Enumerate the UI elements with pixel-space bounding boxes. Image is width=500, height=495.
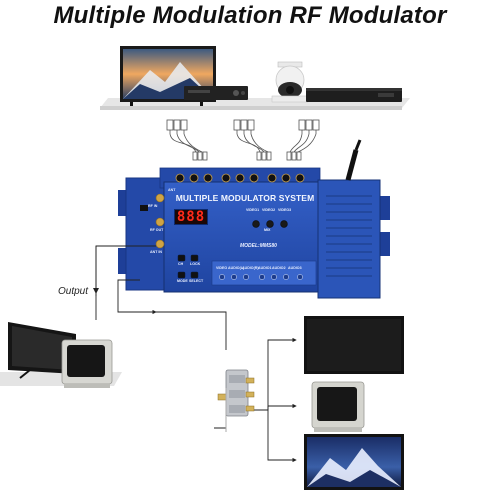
label-video2: VIDEO2 bbox=[262, 208, 276, 212]
modulator-device bbox=[118, 139, 390, 299]
flat-tv-right-bottom-icon bbox=[304, 434, 404, 490]
output-label: Output bbox=[58, 286, 89, 297]
channel-display: 888 bbox=[174, 209, 208, 225]
splitter-icon bbox=[217, 369, 255, 432]
crt-tv-left-icon bbox=[61, 339, 113, 388]
tv-icon bbox=[120, 46, 216, 106]
label-rf-out: RF OUT bbox=[150, 228, 164, 232]
label-audio3: AUDIO3 bbox=[288, 266, 302, 270]
flat-tv-right-top-icon bbox=[304, 316, 404, 374]
rca-cable-group-1 bbox=[166, 119, 208, 161]
flat-tv-left-icon bbox=[8, 322, 76, 379]
page-title: Multiple Modulation RF Modulator bbox=[53, 2, 447, 29]
label-lock: LOCK bbox=[190, 262, 201, 266]
label-ant-in: ANT IN bbox=[150, 250, 162, 254]
label-video: VIDEO bbox=[216, 266, 228, 270]
rca-cable-group-2 bbox=[233, 119, 272, 161]
label-ch: CH bbox=[178, 262, 184, 266]
crt-tv-right-icon bbox=[311, 381, 365, 432]
label-select: SELECT bbox=[189, 279, 204, 283]
label-video3: VIDEO3 bbox=[278, 208, 292, 212]
label-mix: MIX bbox=[264, 228, 271, 232]
security-camera-icon bbox=[271, 61, 309, 103]
label-ant: ANT bbox=[168, 188, 176, 192]
label-video1: VIDEO1 bbox=[246, 208, 260, 212]
output-arrow bbox=[93, 288, 99, 294]
device-title: MULTIPLE MODULATOR SYSTEM bbox=[175, 193, 315, 203]
label-rf-in: RF IN bbox=[148, 204, 158, 208]
set-top-box-icon bbox=[306, 88, 402, 102]
label-audio-r: AUDIO(R) bbox=[242, 266, 259, 270]
label-audio-l: AUDIO(L) bbox=[228, 266, 245, 270]
label-audio2: AUDIO2 bbox=[272, 266, 286, 270]
device-model: MODEL:MMS80 bbox=[240, 243, 277, 249]
label-mode: MODE bbox=[177, 279, 188, 283]
rca-cable-group-3 bbox=[286, 119, 320, 161]
dvd-player-icon bbox=[184, 86, 248, 100]
label-audio1: AUDIO1 bbox=[258, 266, 272, 270]
